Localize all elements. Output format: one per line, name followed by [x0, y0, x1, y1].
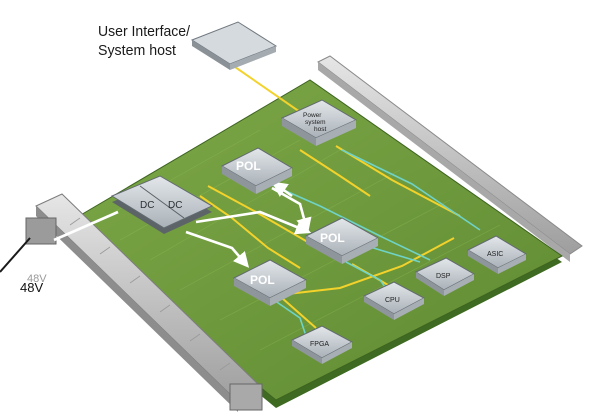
- host-label-line2: System host: [98, 42, 177, 59]
- fpga-chip[interactable]: FPGA: [290, 325, 354, 364]
- host-label-line1: User Interface/: [98, 23, 191, 40]
- pol-bottom-label: POL: [250, 273, 275, 287]
- right-rail: [317, 55, 583, 262]
- pol-middle-label: POL: [320, 231, 345, 245]
- power-traces: [159, 57, 461, 329]
- dc-dc-converter[interactable]: DC DC: [110, 175, 214, 234]
- dsp-label: DSP: [436, 273, 451, 280]
- asic-chip[interactable]: ASIC: [466, 235, 528, 274]
- power-system-host-line3: host: [314, 126, 326, 133]
- power-system-host-line2: system: [305, 119, 326, 126]
- asic-label: ASIC: [487, 251, 503, 258]
- pol-converter-top[interactable]: POL: [220, 147, 294, 194]
- pol-converter-middle[interactable]: POL: [304, 217, 380, 264]
- power-system-host-line1: Power: [303, 112, 322, 119]
- power-system-host-chip[interactable]: Power system host: [280, 99, 358, 146]
- dsp-chip[interactable]: DSP: [414, 257, 476, 296]
- cpu-label: CPU: [385, 297, 400, 304]
- system-host-chip[interactable]: [190, 21, 278, 70]
- input-voltage-label: 48V: [20, 280, 43, 295]
- input-voltage-ghost: 48V: [27, 273, 47, 285]
- cpu-chip[interactable]: CPU: [362, 281, 426, 320]
- dc-left-label: DC: [140, 200, 154, 211]
- dc-right-label: DC: [168, 200, 182, 211]
- fpga-label: FPGA: [310, 341, 329, 348]
- front-connector-rail: [25, 193, 263, 412]
- pol-top-label: POL: [236, 159, 261, 173]
- power-flow-arrows: [53, 181, 312, 268]
- input-power-wire: [0, 237, 31, 273]
- pol-converter-bottom[interactable]: POL: [232, 259, 308, 306]
